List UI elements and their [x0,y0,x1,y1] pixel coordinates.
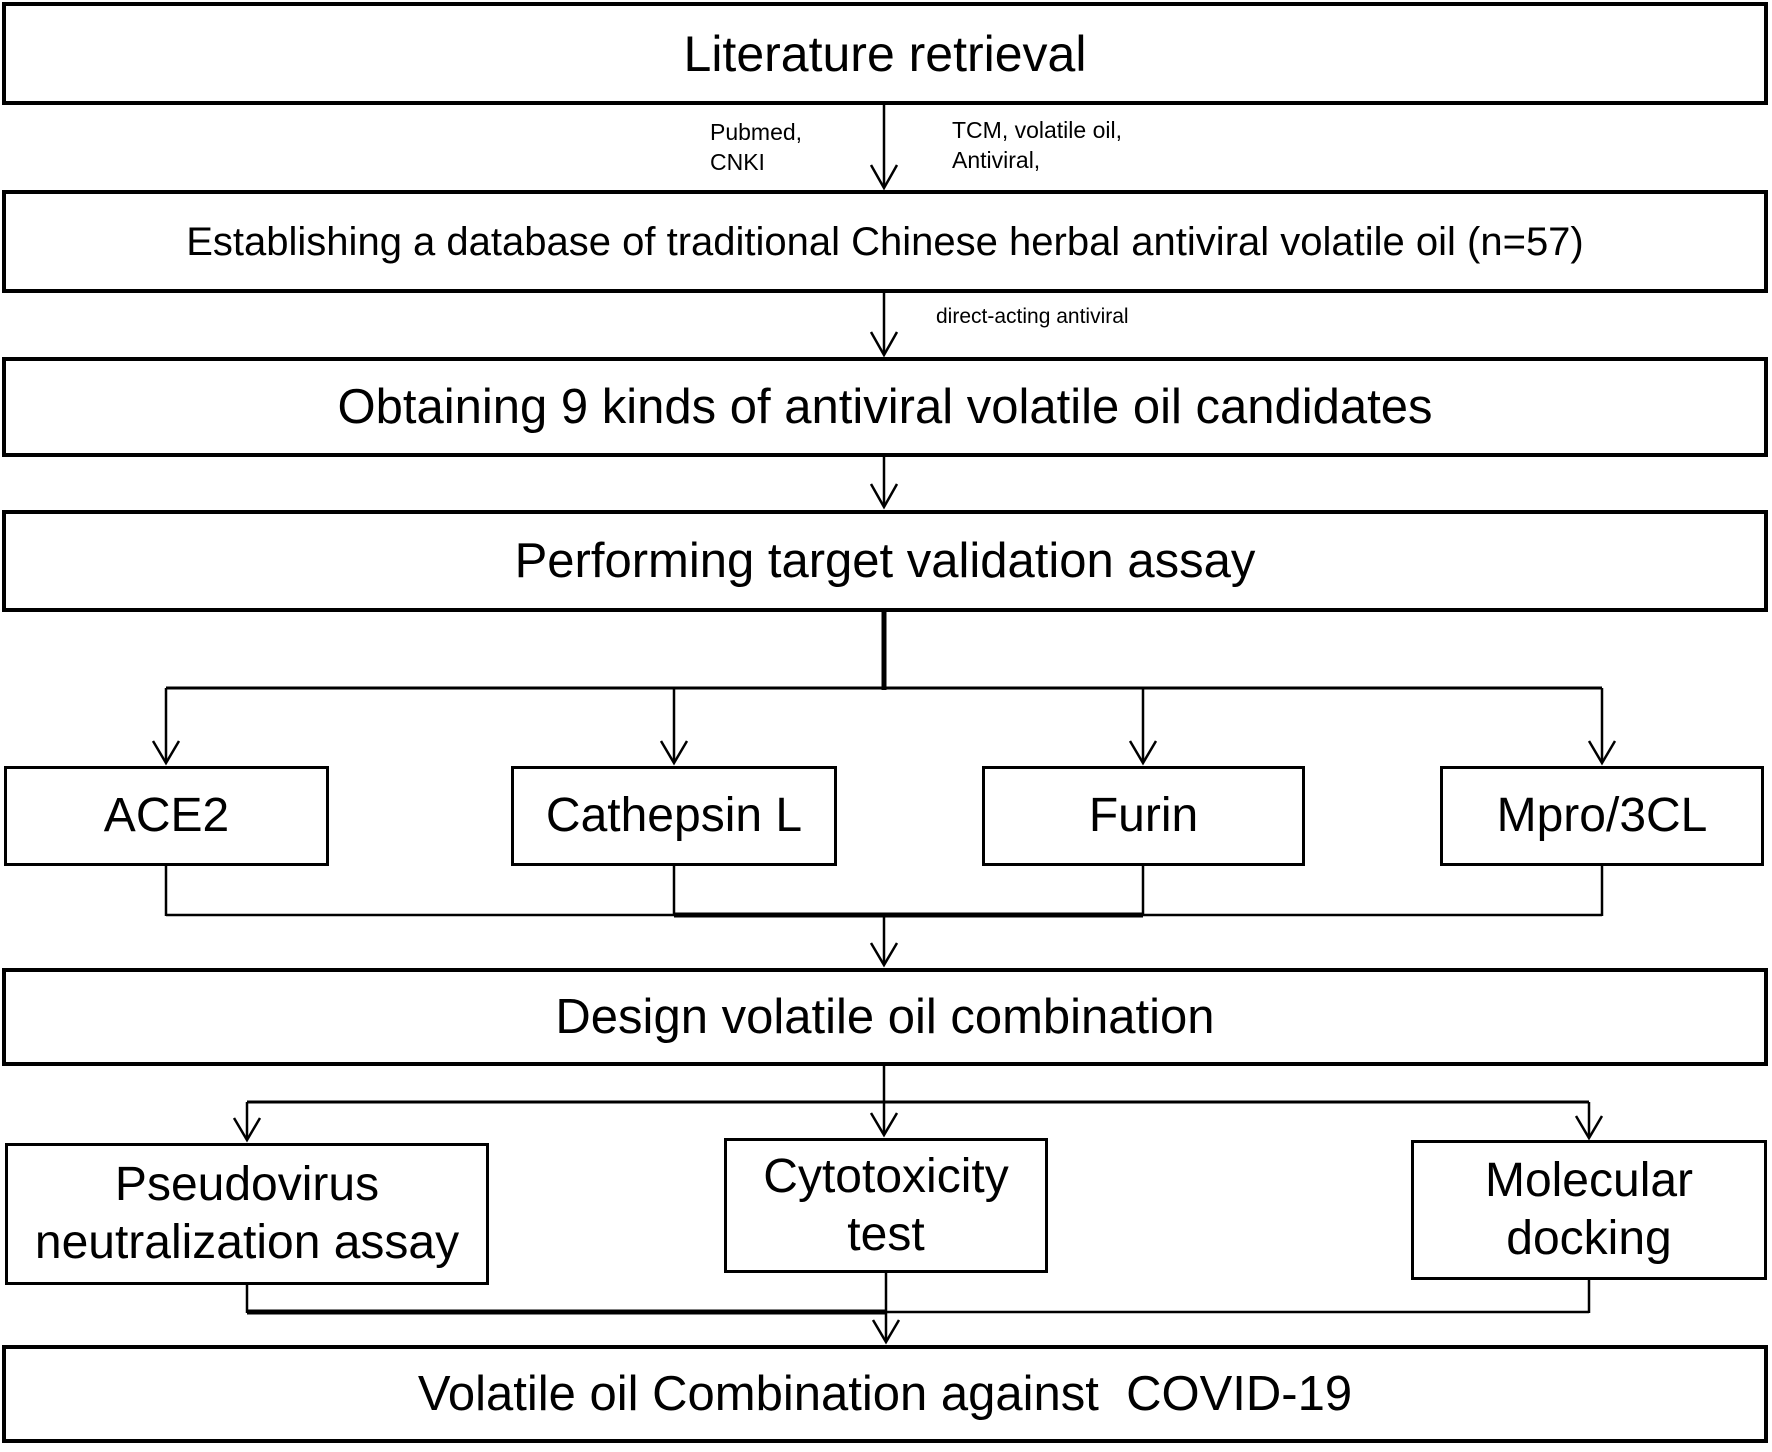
fanout-design-to-assays [232,1066,1604,1143]
arrowhead [871,1319,901,1345]
edge-database-to-candidates [869,293,899,358]
edge-label-filter-criterion: direct-acting antiviral [936,305,1129,328]
node-candidates: Obtaining 9 kinds of antiviral volatile … [2,357,1768,457]
arrowhead [659,740,689,766]
node-literature-retrieval: Literature retrieval [2,2,1768,105]
node-mpro-3cl: Mpro/3CL [1440,766,1764,866]
arrowhead [232,1117,262,1143]
edge-label-search-sources: Pubmed, CNKI [710,119,803,176]
node-furin: Furin [982,766,1305,866]
arrowhead [869,331,899,358]
fanin-targets-to-design [164,866,1604,968]
arrowhead [869,942,899,968]
arrowhead [869,483,899,510]
arrowhead [1128,740,1158,766]
node-design-combination: Design volatile oil combination [2,968,1768,1066]
arrowhead [1587,740,1617,766]
node-database: Establishing a database of traditional C… [2,190,1768,293]
node-molecular-docking: Molecular docking [1411,1140,1767,1280]
fanin-assays-to-outcome [245,1273,1591,1345]
node-cytotoxicity-test: Cytotoxicity test [724,1138,1048,1273]
edge-label-search-keywords: TCM, volatile oil, Antiviral, [952,117,1122,174]
node-ace2: ACE2 [4,766,329,866]
arrowhead [151,740,181,766]
arrowhead [869,164,899,191]
arrowhead [869,1112,899,1138]
edge-literature-to-database [869,105,899,191]
node-cathepsin-l: Cathepsin L [511,766,837,866]
node-target-validation: Performing target validation assay [2,510,1768,612]
fanout-validation-to-targets [151,612,1617,766]
node-outcome: Volatile oil Combination against COVID-1… [2,1345,1768,1443]
node-pseudovirus-assay: Pseudovirus neutralization assay [5,1143,489,1285]
arrowhead [1574,1115,1604,1141]
edge-candidates-to-validation [869,457,899,510]
